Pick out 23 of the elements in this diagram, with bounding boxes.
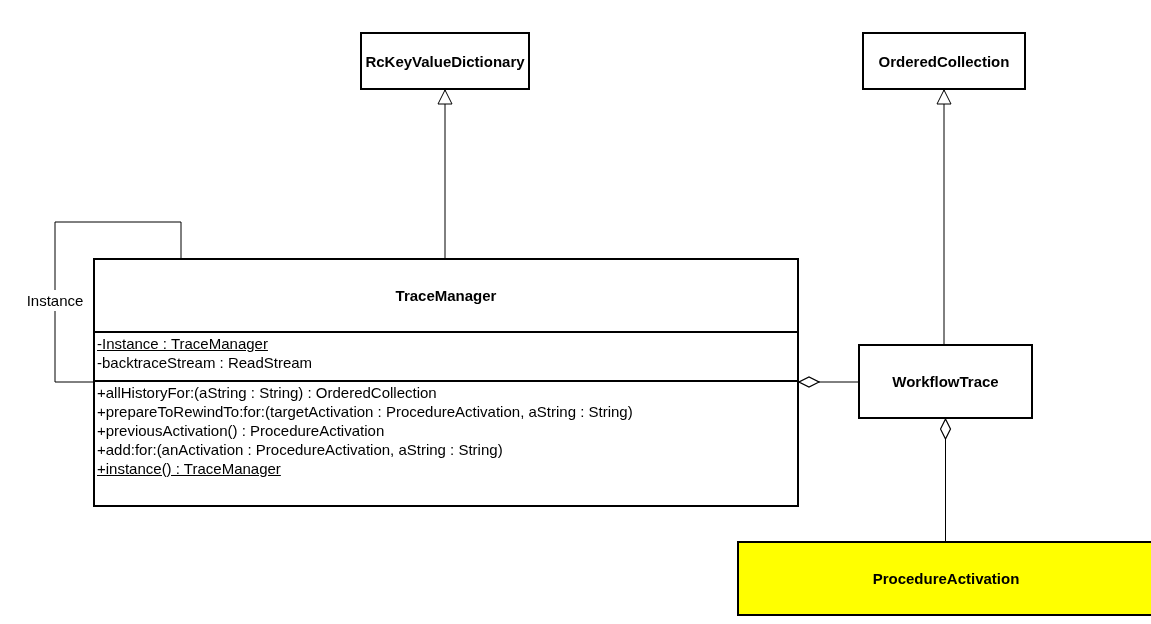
aggregation-line — [939, 418, 952, 542]
generalization-arrow — [437, 89, 453, 259]
class-box — [862, 32, 1026, 90]
aggregation-line — [798, 376, 859, 388]
class-name: WorkflowTrace — [892, 373, 999, 390]
attribute-text: -backtraceStream : ReadStream — [97, 353, 313, 372]
generalization-arrow — [936, 89, 952, 345]
class-box — [360, 32, 530, 90]
class-name: RcKeyValueDictionary — [365, 52, 525, 70]
class-name: ProcedureActivation — [872, 570, 1020, 587]
class-box — [858, 344, 1033, 419]
class-name: TraceManager — [395, 287, 497, 304]
edge-label: Instance — [25, 289, 85, 311]
method-text: +instance() : TraceManager — [97, 459, 281, 478]
class-box — [93, 258, 799, 507]
association-line — [54, 221, 182, 383]
method-text: +previousActivation() : ProcedureActivation — [97, 421, 385, 440]
attribute-text: -Instance : TraceManager — [97, 334, 268, 353]
method-text: +allHistoryFor:(aString : String) : OrderedCollection — [97, 383, 437, 402]
class-name: OrderedCollection — [878, 52, 1010, 70]
class-box — [737, 541, 1151, 616]
method-text: +add:for:(anActivation : ProcedureActivation, aString : String) — [97, 440, 503, 459]
method-text: +prepareToRewindTo:for:(targetActivation : ProcedureActivation, aString : String) — [97, 402, 633, 421]
